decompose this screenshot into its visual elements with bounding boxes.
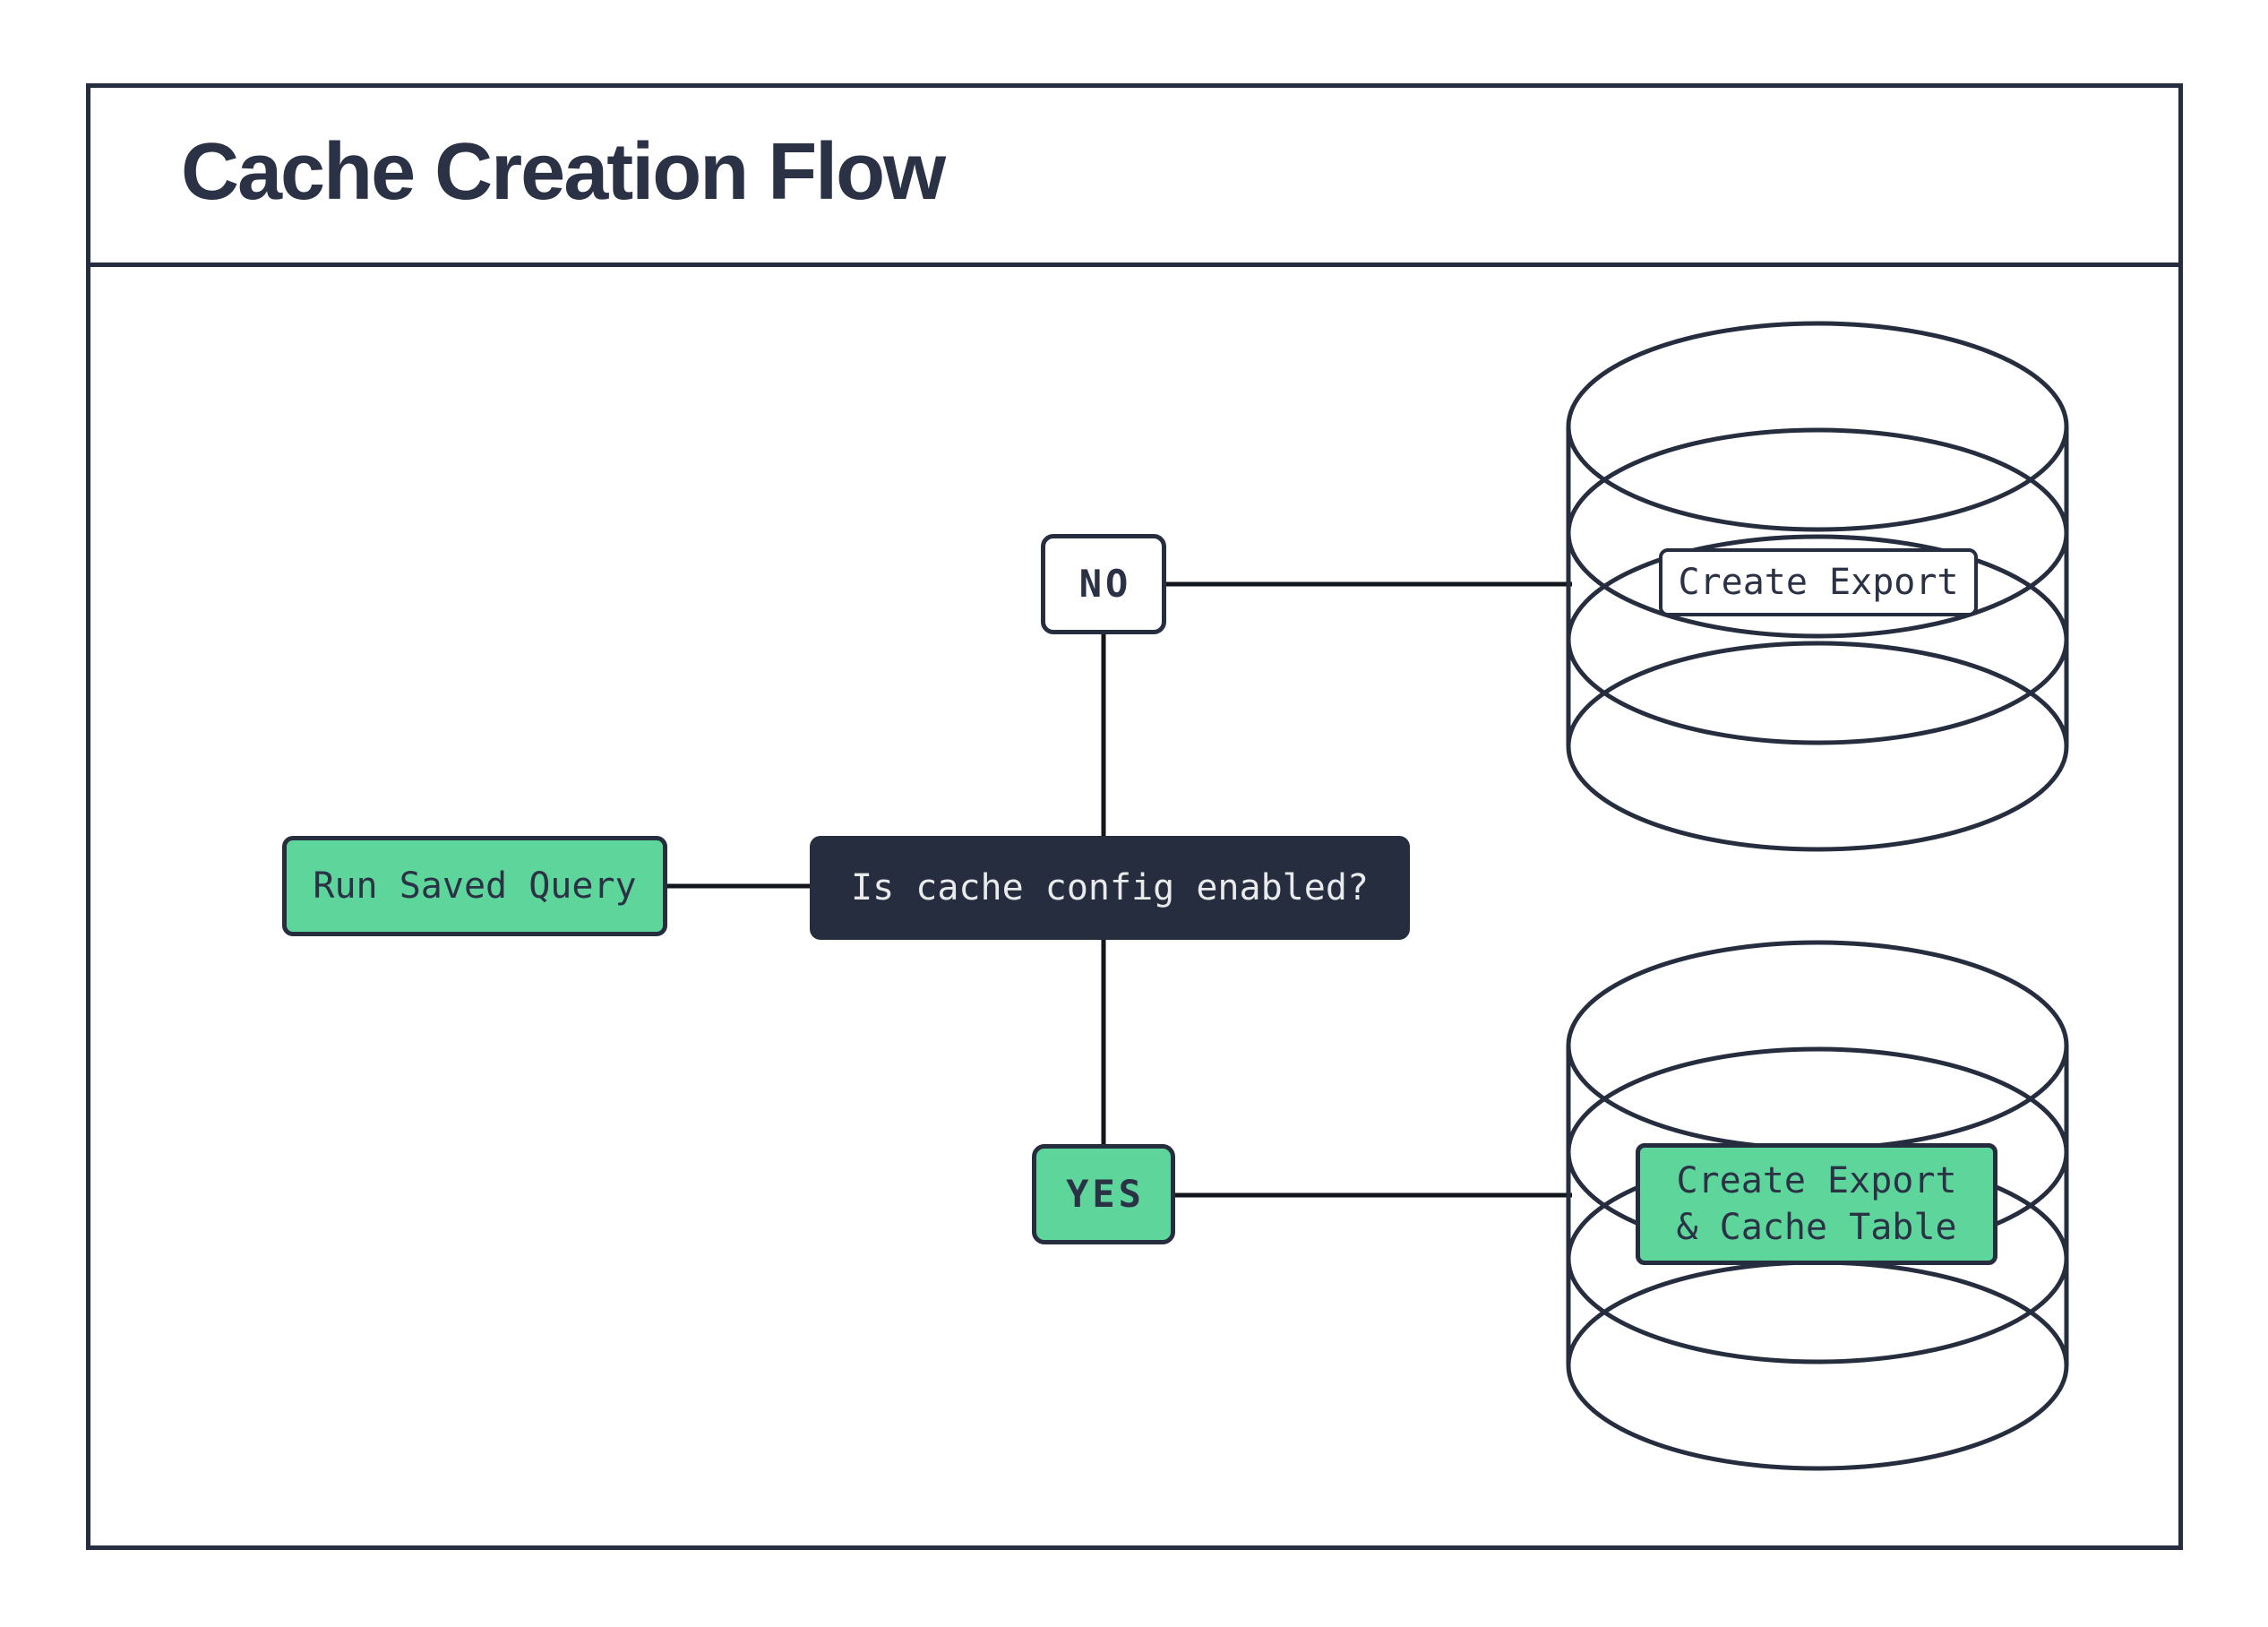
branch-no-badge: NO xyxy=(1041,534,1166,634)
node-cache-config-decision: Is cache config enabled? xyxy=(810,836,1410,940)
outer-frame xyxy=(86,83,2183,1550)
label-create-export-cache-table: Create Export & Cache Table xyxy=(1636,1143,1997,1265)
page-title: Cache Creation Flow xyxy=(181,127,946,217)
branch-yes-badge: YES xyxy=(1032,1144,1175,1244)
node-run-saved-query: Run Saved Query xyxy=(282,836,667,936)
header-divider xyxy=(90,263,2178,267)
label-create-export: Create Export xyxy=(1659,548,1978,616)
